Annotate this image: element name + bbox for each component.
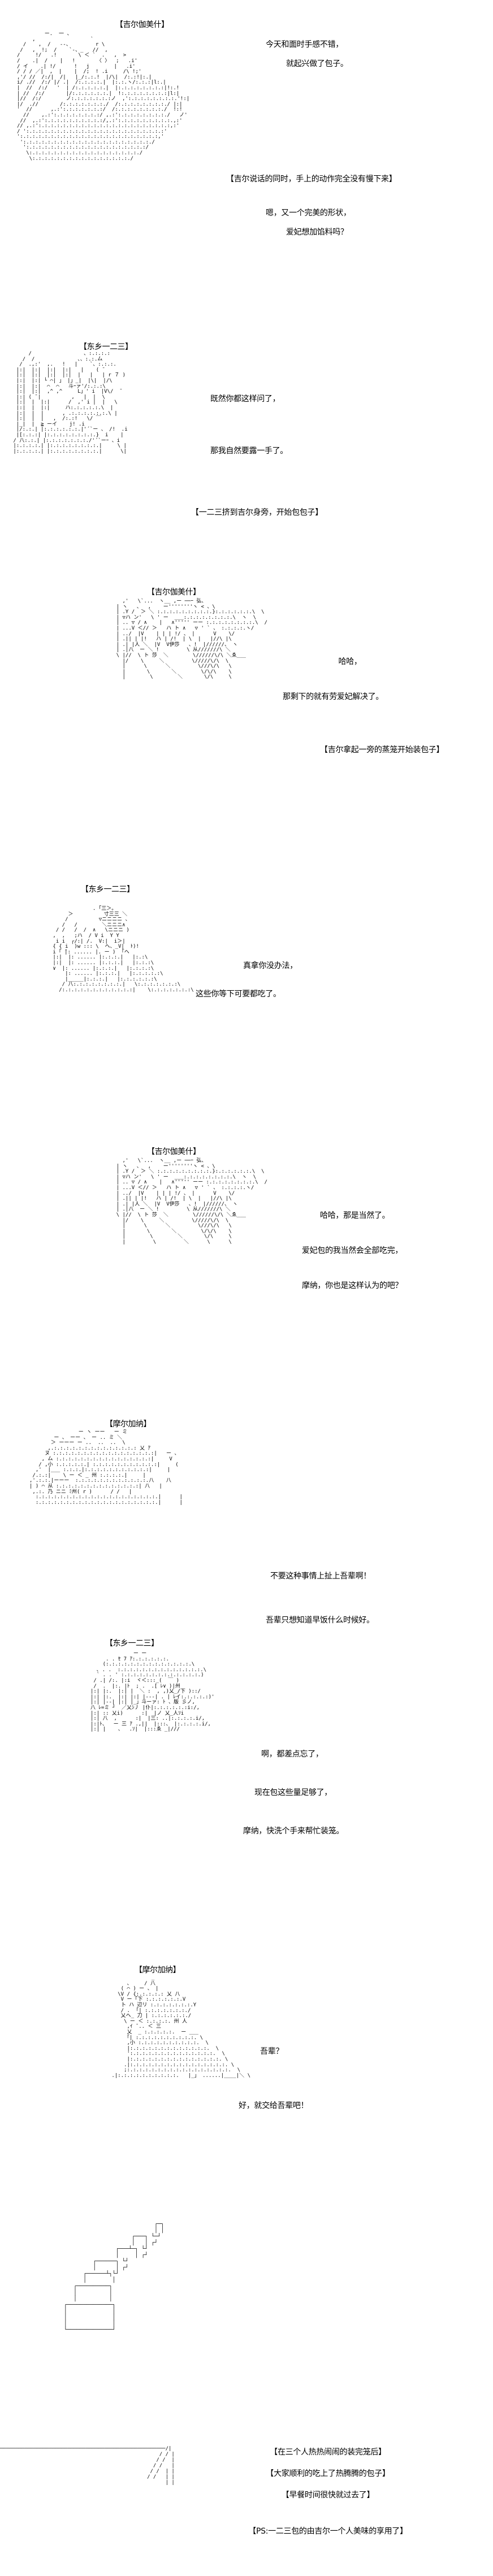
dialogue-line: 爱妃想加馅料吗？ bbox=[286, 228, 348, 237]
speaker-tag-gilgamesh-1: 【吉尔伽美什】 bbox=[115, 20, 169, 29]
ascii-art-gilgamesh-steamer: ,' \`... ヽ__ ,ー ──ｰ 弘、 | ヽ 、 , ー''''''''… bbox=[116, 599, 267, 680]
dialogue-line: 嗯，又一个完美的形状， bbox=[266, 209, 351, 218]
dialogue-scene-3: 哈哈， 那剩下的就有劳爱妃解决了。 bbox=[283, 644, 383, 714]
dialogue-scene-7: 啊，都差点忘了， 现在包这些量足够了， 摩纳，快洗个手来帮忙装笼。 bbox=[243, 1735, 344, 1850]
epilogue-line: 【在三个人热热闹闹的装完笼后】 bbox=[270, 2448, 386, 2457]
scene-4: 【东乡一二三】 . ｢三＞。 ＞ 寸三三 ＼ / ▽ニニニニ 、 / / ＼ニニ… bbox=[0, 859, 493, 1085]
speaker-tag-morgana-2: 【摩尔加纳】 bbox=[135, 1966, 181, 1975]
scene-6: 【摩尔加纳】 ー ヽ ーー ー ミ ー 、 ーー 、 ー .. ミ ＼ ＞ ーー… bbox=[0, 1413, 493, 1639]
dialogue-scene-6: 不要这种事情上扯上吾辈啊！ 吾辈只想知道早饭什么时候好。 bbox=[266, 1554, 374, 1642]
dialogue-line: 爱妃包的我当然会全部吃完， bbox=[302, 1246, 403, 1255]
dialogue-line: 现在包这些量足够了， bbox=[254, 1788, 332, 1797]
epilogue-line: 【大家顺利的吃上了热腾腾的包子】 bbox=[266, 2469, 390, 2478]
ascii-art-hifumi-with-basket: ー ー . . ｾ 7 ｱ:.:.:.:.:.:. (:.:.:.:.:.:.:… bbox=[90, 1651, 215, 1733]
dialogue-line: 就起兴做了包子。 bbox=[286, 59, 348, 68]
scene-8: 【摩尔加纳】 _ 、 / 八 ( ⌒ ) ー 、 | \V / {:.:.:.:… bbox=[0, 1938, 493, 2176]
scene-steam-basket-stack: ┌─┐ │ │ ┌───┐ └─┘ │ │ ┌┘ ┌───┴─┐ └┘ bbox=[0, 2221, 493, 2576]
dialogue-scene-1b: 嗯，又一个完美的形状， 爱妃想加馅料吗？ bbox=[266, 203, 351, 242]
ascii-art-morgana-protesting: ー ヽ ーー ー ミ ー 、 ーー 、 ー .. ミ ＼ ＞ ーーー ー .. … bbox=[29, 1429, 183, 1506]
dialogue-scene-1a: 今天和面时手感不错， 就起兴做了包子。 bbox=[266, 35, 348, 73]
dialogue-line: 啊，都差点忘了， bbox=[261, 1750, 323, 1759]
dialogue-line: 既然你都这样问了， bbox=[210, 394, 280, 404]
speaker-tag-gilgamesh-2: 【吉尔伽美什】 bbox=[147, 588, 201, 597]
epilogue-ps-line: 【PS:一二三包的由吉尔一个人美味的享用了】 bbox=[248, 2527, 408, 2536]
scene-5: 【吉尔伽美什】 ,' \`... ヽ__ ,ー ──ｰ 弘、 | ヽ 、 , ー… bbox=[0, 1142, 493, 1385]
speaker-tag-hifumi-2: 【东乡一二三】 bbox=[81, 885, 135, 894]
dialogue-line: 吾辈只想知道早饭什么时候好。 bbox=[266, 1616, 374, 1625]
dialogue-line: 哈哈， bbox=[338, 657, 362, 666]
dialogue-line: 真拿你没办法， bbox=[243, 961, 297, 970]
dialogue-scene-4: 真拿你没办法， 这些你等下可要都吃了。 bbox=[196, 952, 297, 1008]
dialogue-line: 那剩下的就有劳爱妃解决了。 bbox=[283, 692, 384, 701]
epilogue-block: 【在三个人热热闹闹的装完笼后】 【大家顺利的吃上了热腾腾的包子】 【早餐时间很快… bbox=[209, 2441, 447, 2542]
scene-7: 【东乡一二三】 ー ー . . ｾ 7 ｱ:.:.:.:.:.:. (:.:.:… bbox=[0, 1633, 493, 1905]
speaker-tag-hifumi-3: 【东乡一二三】 bbox=[105, 1639, 159, 1648]
speaker-tag-gilgamesh-3: 【吉尔伽美什】 bbox=[147, 1147, 201, 1156]
dialogue-line: 吾辈？ bbox=[260, 2047, 284, 2056]
narration-scene-2: 【一二三挤到吉尔身旁，开始包包子】 bbox=[191, 508, 323, 517]
scene-1: 【吉尔伽美什】 ー. 一 、 , ` / , / --、 r \ / , !; … bbox=[0, 0, 493, 339]
speaker-tag-hifumi-1: 【东乡一二三】 bbox=[79, 342, 133, 352]
dialogue-line: 今天和面时手感不错， bbox=[266, 40, 343, 49]
dialogue-line: 哈哈，那是当然了。 bbox=[320, 1211, 390, 1220]
ascii-art-gilgamesh-kneading: ー. 一 、 , ` / , / --、 r \ / , !; / `-、_ /… bbox=[17, 31, 190, 162]
dialogue-line: 摩纳，快洗个手来帮忙装笼。 bbox=[243, 1827, 344, 1836]
speaker-tag-morgana-1: 【摩尔加纳】 bbox=[105, 1420, 152, 1429]
epilogue-line: 【早餐时间很快就过去了】 bbox=[281, 2491, 375, 2500]
scene-2: 【东乡一二三】 / 、:.:.:.: / / 、、:.:.厶 / .,:' ,.… bbox=[0, 339, 493, 548]
dialogue-line: 摩纳，你也是这样认为的吧？ bbox=[302, 1281, 403, 1290]
dialogue-scene-2: 既然你都这样问了， 那我自然要露一手了。 bbox=[210, 373, 288, 477]
ascii-art-morgana-happy: _ 、 / 八 ( ⌒ ) ー 、 | \V / {:.:.:.:.: 乂 八 … bbox=[111, 1975, 250, 2079]
dialogue-line: 好，就交给吾辈吧！ bbox=[239, 2101, 309, 2110]
ascii-art-hifumi-cooking: / 、:.:.:.: / / 、、:.:.厶 / .,:' ,. ! | `、:… bbox=[13, 351, 128, 454]
ascii-art-hifumi-smiling: . ｢三＞。 ＞ 寸三三 ＼ / ▽ニニニニ 、 / / ＼ニニニ∧ / / /… bbox=[53, 906, 194, 993]
dialogue-scene-8: 吾辈？ 好，就交给吾辈吧！ bbox=[239, 2024, 309, 2133]
narration-scene-1: 【吉尔说话的同时，手上的动作完全没有慢下来】 bbox=[226, 175, 397, 184]
scene-3: 【吉尔伽美什】 ,' \`... ヽ__ ,ー ──ｰ 弘、 | ヽ 、 , ー… bbox=[0, 582, 493, 831]
ascii-art-table-edge: ────────────────────────────────────────… bbox=[0, 2446, 175, 2486]
dialogue-line: 不要这种事情上扯上吾辈啊！ bbox=[270, 1572, 371, 1581]
ascii-art-gilgamesh-steamer-2: ,' \`... ヽ__ ,ー ──ｰ 弘、 | ヽ 、 , ー''''''''… bbox=[116, 1158, 267, 1245]
dialogue-line: 这些你等下可要都吃了。 bbox=[196, 990, 281, 999]
dialogue-scene-5: 哈哈，那是当然了。 爱妃包的我当然会全部吃完， 摩纳，你也是这样认为的吧？ bbox=[302, 1198, 403, 1303]
dialogue-line: 那我自然要露一手了。 bbox=[210, 446, 288, 456]
ascii-art-steamer-stack: ┌─┐ │ │ ┌───┐ └─┘ │ │ ┌┘ ┌───┴─┐ └┘ bbox=[63, 2221, 165, 2333]
narration-scene-3: 【吉尔拿起一旁的蒸笼开始装包子】 bbox=[320, 745, 444, 754]
